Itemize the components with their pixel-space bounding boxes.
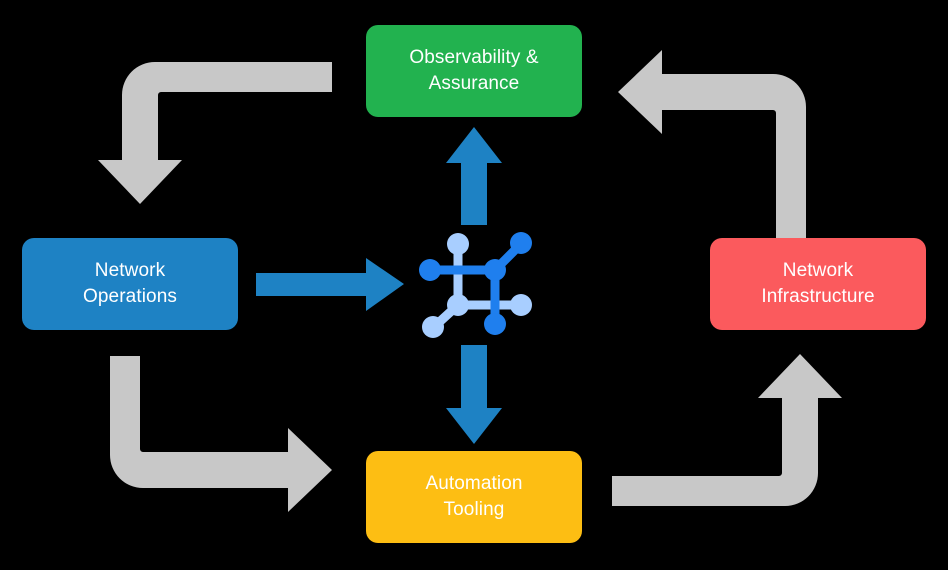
node-label-automation-tooling: Automation Tooling bbox=[425, 473, 523, 520]
node-box-network-infrastructure[interactable]: Network Infrastructure bbox=[710, 238, 926, 330]
elbow-arrow-top-left bbox=[98, 62, 332, 204]
network-mesh-icon-dark-layer bbox=[419, 232, 532, 335]
node-box-automation-tooling[interactable]: Automation Tooling bbox=[366, 451, 582, 543]
node-box-observability[interactable]: Observability & Assurance bbox=[366, 25, 582, 117]
arrow-down-blue bbox=[446, 345, 502, 444]
node-label-network-infrastructure: Network Infrastructure bbox=[761, 260, 875, 307]
elbow-arrow-top-right bbox=[618, 50, 806, 238]
arrow-right-blue bbox=[256, 258, 404, 311]
arrow-up-blue bbox=[446, 127, 502, 225]
node-box-network-operations[interactable]: Network Operations bbox=[22, 238, 238, 330]
node-label-network-operations: Network Operations bbox=[83, 260, 177, 307]
node-label-observability: Observability & Assurance bbox=[409, 47, 539, 94]
elbow-arrow-bottom-left bbox=[110, 356, 332, 512]
elbow-arrow-bottom-right bbox=[612, 354, 842, 506]
